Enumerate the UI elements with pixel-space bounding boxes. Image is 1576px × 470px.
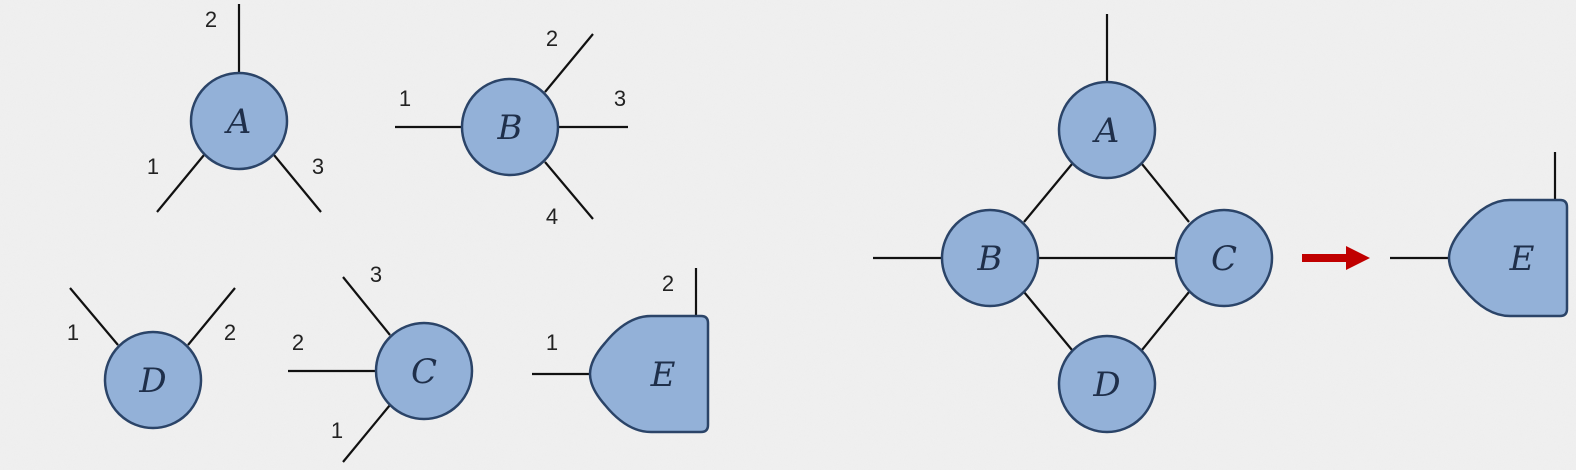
tensor-a: [156, 4, 322, 213]
right-arrow-shaft: [1302, 254, 1350, 262]
network-node-a-label: A: [1092, 111, 1120, 151]
edge-a-b: [1023, 163, 1073, 223]
tensor-a-leg-1: [156, 154, 205, 213]
tensor-d-label: D: [138, 361, 166, 401]
right-arrow-icon: [1302, 246, 1370, 270]
tensor-e: [532, 268, 710, 434]
tensor-d-leg-1: [69, 287, 119, 346]
tensor-e-leg-1-label: 1: [546, 330, 558, 355]
network-node-c-label: C: [1211, 239, 1237, 279]
network-node-c: [1174, 208, 1274, 308]
tensor-c-leg-1: [342, 404, 391, 463]
result-tensor-e-label: E: [1509, 239, 1535, 279]
tensor-c-label: C: [411, 352, 437, 392]
network-node-d: [1057, 334, 1157, 434]
tensor-d-leg-2-label: 2: [224, 320, 236, 345]
tensor-d: [69, 287, 236, 430]
edge-c-d: [1141, 291, 1190, 351]
network-node-a: [1057, 80, 1157, 180]
tensor-e-leg-2-label: 2: [662, 271, 674, 296]
tensor-c-leg-3-label: 3: [370, 262, 382, 287]
tensor-b-leg-4: [544, 161, 594, 220]
tensor-a-leg-1-label: 1: [147, 154, 159, 179]
tensor-b-leg-4-label: 4: [546, 204, 558, 229]
result-tensor-e: [1390, 152, 1569, 318]
tensor-b-node: [460, 77, 560, 177]
tensor-a-leg-2-label: 2: [205, 7, 217, 32]
tensor-a-leg-3-label: 3: [312, 154, 324, 179]
tensor-b-leg-3-label: 3: [614, 86, 626, 111]
tensor-e-node: [588, 314, 710, 434]
network: [873, 14, 1274, 434]
network-node-d-label: D: [1092, 365, 1120, 405]
right-arrow-head: [1346, 246, 1370, 270]
tensor-b-leg-2: [544, 33, 594, 93]
tensor-c-leg-3: [342, 276, 391, 336]
tensor-d-leg-2: [187, 287, 236, 346]
tensor-d-leg-1-label: 1: [67, 320, 79, 345]
network-node-b: [940, 208, 1040, 308]
tensor-b-label: B: [497, 108, 523, 148]
tensor-d-node: [103, 330, 203, 430]
edge-b-d: [1023, 291, 1073, 351]
tensor-b-leg-1-label: 1: [399, 86, 411, 111]
tensor-b: [395, 33, 628, 220]
result-tensor-e-node: [1447, 198, 1569, 318]
network-node-b-label: B: [977, 239, 1003, 279]
tensor-a-node: [189, 71, 289, 171]
tensor-a-label: A: [224, 102, 252, 142]
tensor-c-node: [374, 321, 474, 421]
tensor-b-leg-2-label: 2: [546, 26, 558, 51]
tensor-c: [288, 276, 474, 463]
tensor-a-leg-3: [273, 154, 322, 213]
tensor-c-leg-2-label: 2: [292, 330, 304, 355]
tensor-e-label: E: [650, 355, 676, 395]
tensor-c-leg-1-label: 1: [331, 418, 343, 443]
edge-a-c: [1141, 163, 1190, 223]
